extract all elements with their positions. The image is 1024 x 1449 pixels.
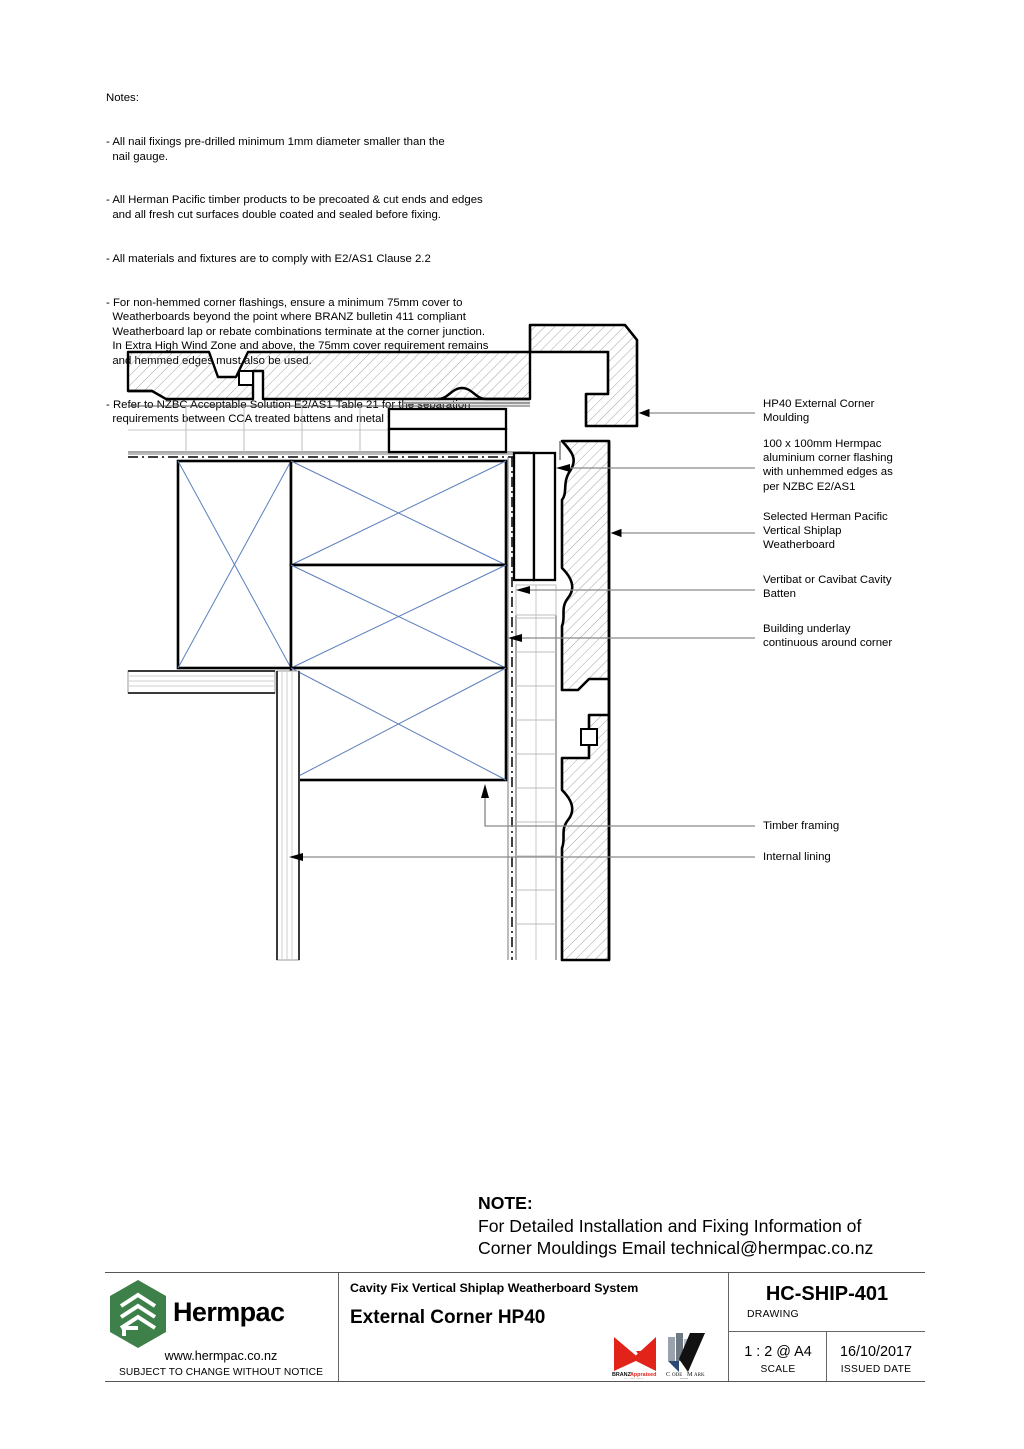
horizontal-cavity-batten [128,405,530,453]
drawing-number-label: DRAWING [747,1309,799,1320]
scale-value: 1 : 2 @ A4 [744,1344,812,1360]
svg-text:C: C [666,1371,670,1378]
internal-lining-vertical [276,670,300,961]
note-line: - Refer to NZBC Acceptable Solution E2/A… [106,398,471,426]
callout-internal-lining: Internal lining [763,851,831,863]
note-line: - All materials and fixtures are to comp… [106,252,431,265]
leader-arrowheads [508,464,570,642]
certification-logos: BRANZ Appraised Appraisal No 850 (2014) … [612,1333,705,1379]
horizontal-weatherboard-section [126,350,532,405]
svg-text:Appraisal No 850 (2014): Appraisal No 850 (2014) [612,1378,645,1380]
detail-name: External Corner HP40 [350,1307,546,1328]
note-line: - All Herman Pacific timber products to … [106,194,483,221]
system-name: Cavity Fix Vertical Shiplap Weatherboard… [350,1281,639,1295]
callout-hp40-external-corner-moulding: HP40 External Corner Moulding [763,398,875,425]
drawing-number: HC-SHIP-401 [765,1283,889,1305]
company-logo-cell: Hermpac www.hermpac.co.nz SUBJECT TO CHA… [105,1273,337,1381]
callout-cavity-batten: Vertibat or Cavibat Cavity Batten [763,574,892,601]
callout-vertical-shiplap-weatherboard: Selected Herman Pacific Vertical Shiplap… [763,511,888,552]
svg-text:ODE: ODE [672,1373,682,1378]
issued-date-value: 16/10/2017 [839,1344,913,1360]
construction-detail-drawing [126,323,755,962]
building-underlay-vertical [507,457,513,960]
note-block-heading: NOTE: [478,1193,533,1213]
hermpac-hexagon-logo-icon [110,1280,166,1348]
vertical-cavity-batten [515,584,557,960]
timber-framing-members [176,459,508,782]
internal-lining-horizontal [127,670,276,694]
notes-heading: Notes: [106,92,139,105]
drawing-number-cell: HC-SHIP-401 DRAWING [729,1273,925,1381]
aluminium-flashing-vertical-leg [512,451,557,582]
note-block-line-2: Corner Mouldings Email technical@hermpac… [478,1238,874,1259]
leader-lines [289,408,755,861]
note-block-line-1: For Detailed Installation and Fixing Inf… [478,1215,862,1236]
scale-label: SCALE [760,1364,796,1375]
aluminium-corner-flashing-shape [387,407,508,454]
note-line: - All nail fixings pre-drilled minimum 1… [106,135,445,163]
svg-text:BRANZ: BRANZ [612,1372,632,1378]
issued-date-cell: 16/10/2017 ISSUED DATE [827,1332,925,1383]
company-website[interactable]: www.hermpac.co.nz [164,1349,278,1363]
title-block-divider [826,1332,827,1381]
callout-aluminium-corner-flashing: 100 x 100mm Hermpac aluminium corner fla… [763,438,893,493]
vertical-shiplap-weatherboard [559,439,611,962]
title-block-divider [728,1273,729,1381]
svg-text:M: M [687,1371,693,1378]
scale-cell: 1 : 2 @ A4 SCALE [729,1332,827,1383]
title-block-divider [729,1331,925,1332]
title-block: Hermpac www.hermpac.co.nz SUBJECT TO CHA… [105,1272,925,1382]
callout-timber-framing: Timber framing [763,820,840,832]
svg-text:30036: 30036 [680,1378,689,1380]
disclaimer-text: SUBJECT TO CHANGE WITHOUT NOTICE [119,1367,323,1378]
note-block: NOTE: For Detailed Installation and Fixi… [478,1192,978,1260]
codemark-icon: C ODE M ARK 30036 [666,1333,705,1379]
branz-appraised-icon: BRANZ Appraised Appraisal No 850 (2014) [612,1337,656,1379]
drawing-title-cell: Cavity Fix Vertical Shiplap Weatherboard… [338,1273,728,1381]
title-block-divider [338,1273,339,1381]
svg-text:Appraised: Appraised [630,1372,656,1378]
hp40-corner-moulding-shape [528,323,639,428]
svg-text:ARK: ARK [694,1373,705,1378]
callout-building-underlay: Building underlay continuous around corn… [763,623,893,650]
company-name: Hermpac [173,1297,285,1327]
issued-date-label: ISSUED DATE [840,1364,912,1375]
